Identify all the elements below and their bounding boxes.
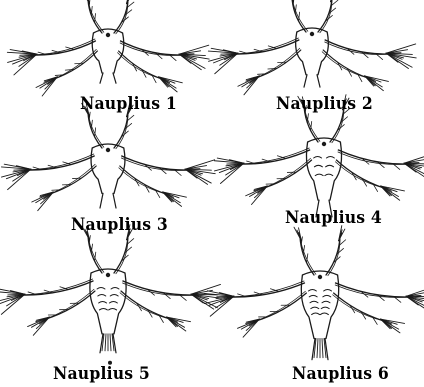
stage-label-4: Nauplius 4 — [285, 208, 382, 228]
nauplius-drawing-6 — [204, 226, 424, 360]
stage-label-1: Nauplius 1 — [80, 94, 177, 114]
stage-label-3: Nauplius 3 — [71, 215, 168, 235]
stage-label-6: Nauplius 6 — [292, 364, 389, 384]
nauplius-drawing-1 — [7, 0, 209, 96]
nauplius-drawing-2 — [208, 0, 416, 95]
nauplius-drawing-5 — [0, 225, 221, 365]
nauplius-drawing-3 — [1, 102, 215, 211]
stage-label-5: Nauplius 5 — [53, 364, 150, 384]
stage-label-2: Nauplius 2 — [276, 94, 373, 114]
